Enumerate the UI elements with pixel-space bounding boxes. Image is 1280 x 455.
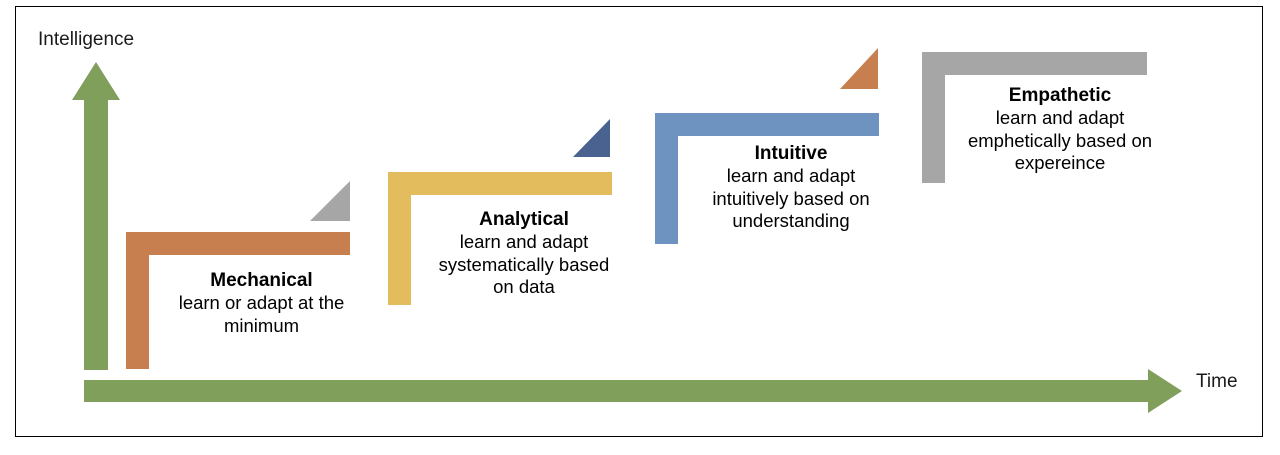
triangle-gray-icon	[310, 181, 350, 221]
step-analytical-desc-line2: systematically based	[438, 253, 610, 275]
y-axis-shaft	[84, 99, 108, 370]
step-intuitive-desc-line3: understanding	[732, 210, 850, 232]
triangle-blue-icon	[573, 119, 610, 157]
step-empathetic-title: Empathetic	[1008, 85, 1112, 106]
step-mechanical-vertical-bar	[126, 232, 149, 369]
step-empathetic-horizontal-bar	[922, 52, 1147, 75]
step-mechanical-text: Mechanical learn or adapt at the minimum	[149, 269, 374, 337]
step-intuitive-title: Intuitive	[754, 143, 828, 164]
step-analytical-vertical-bar	[388, 172, 411, 305]
step-analytical-desc-line3: on data	[493, 276, 555, 298]
step-mechanical-desc-line2: minimum	[223, 314, 300, 336]
step-empathetic-desc-line3: expereince	[1014, 152, 1106, 174]
step-intuitive-vertical-bar	[655, 113, 678, 244]
step-mechanical-title: Mechanical	[210, 270, 313, 291]
step-empathetic-vertical-bar	[922, 52, 945, 183]
step-intuitive-desc-line1: learn and adapt	[726, 165, 856, 187]
x-axis-arrowhead-icon	[1148, 369, 1182, 413]
step-intuitive-horizontal-bar	[655, 113, 879, 136]
y-axis-arrowhead-icon	[72, 62, 120, 100]
step-analytical-horizontal-bar	[388, 172, 612, 195]
x-axis-label: Time	[1196, 371, 1238, 392]
step-empathetic-text: Empathetic learn and adapt emphetically …	[945, 84, 1175, 175]
x-axis-shaft	[84, 380, 1148, 402]
y-axis-label: Intelligence	[38, 29, 135, 50]
diagram-frame	[15, 6, 1263, 437]
step-analytical-title: Analytical	[479, 209, 569, 230]
step-mechanical-horizontal-bar	[126, 232, 350, 255]
step-empathetic-desc-line2: emphetically based on	[967, 129, 1153, 151]
step-mechanical-desc-line1: learn or adapt at the	[178, 292, 345, 314]
step-intuitive-desc-line2: intuitively based on	[712, 187, 870, 209]
triangle-orange-icon	[840, 48, 878, 89]
step-analytical-text: Analytical learn and adapt systematicall…	[411, 208, 637, 299]
step-analytical-desc-line1: learn and adapt	[459, 231, 589, 253]
step-intuitive-text: Intuitive learn and adapt intuitively ba…	[678, 142, 904, 233]
step-empathetic-desc-line1: learn and adapt	[995, 107, 1125, 129]
